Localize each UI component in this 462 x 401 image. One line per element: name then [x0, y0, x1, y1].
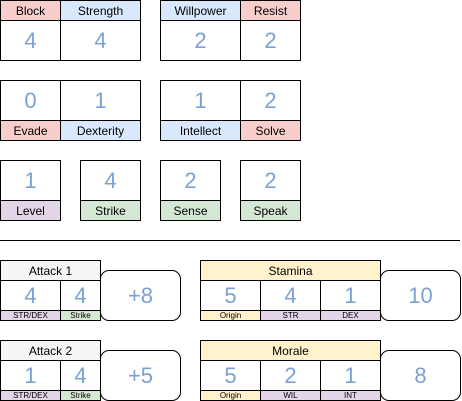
stamina-dex-value: 1 [320, 280, 381, 311]
section-divider [0, 240, 460, 241]
evade-label: Evade [0, 120, 61, 141]
dexterity-label: Dexterity [60, 120, 141, 141]
stamina-title: Stamina [200, 260, 381, 281]
morale-wil-label: WIL [260, 390, 321, 401]
stamina-str-label: STR [260, 310, 321, 321]
morale-origin-value: 5 [200, 360, 261, 391]
willpower-value: 2 [160, 20, 241, 61]
attack1-strike-label: Strike [60, 310, 101, 321]
stamina-str-value: 4 [260, 280, 321, 311]
strength-label: Strength [60, 0, 141, 21]
resist-label: Resist [240, 0, 301, 21]
block-value: 4 [0, 20, 61, 61]
stamina-origin-value: 5 [200, 280, 261, 311]
stamina-total: 10 [380, 270, 461, 321]
attack2-strike-value: 4 [60, 360, 101, 391]
strike-value: 4 [80, 160, 141, 201]
morale-title: Morale [200, 340, 381, 361]
stamina-dex-label: DEX [320, 310, 381, 321]
level-label: Level [0, 200, 61, 221]
attack2-title: Attack 2 [0, 340, 101, 361]
attack2-strdex-value: 1 [0, 360, 61, 391]
attack1-strike-value: 4 [60, 280, 101, 311]
morale-origin-label: Origin [200, 390, 261, 401]
evade-value: 0 [0, 80, 61, 121]
attack1-title: Attack 1 [0, 260, 101, 281]
solve-value: 2 [240, 80, 301, 121]
sense-value: 2 [160, 160, 221, 201]
speak-label: Speak [240, 200, 301, 221]
attack2-strdex-label: STR/DEX [0, 390, 61, 401]
attack1-strdex-label: STR/DEX [0, 310, 61, 321]
level-value: 1 [0, 160, 61, 201]
morale-int-label: INT [320, 390, 381, 401]
strike-label: Strike [80, 200, 141, 221]
attack2-strike-label: Strike [60, 390, 101, 401]
attack1-strdex-value: 4 [0, 280, 61, 311]
willpower-label: Willpower [160, 0, 241, 21]
intellect-label: Intellect [160, 120, 241, 141]
solve-label: Solve [240, 120, 301, 141]
dexterity-value: 1 [60, 80, 141, 121]
strength-value: 4 [60, 20, 141, 61]
stamina-origin-label: Origin [200, 310, 261, 321]
intellect-value: 1 [160, 80, 241, 121]
attack1-total: +8 [100, 270, 181, 321]
attack2-total: +5 [100, 350, 181, 401]
resist-value: 2 [240, 20, 301, 61]
morale-wil-value: 2 [260, 360, 321, 391]
morale-total: 8 [380, 350, 461, 401]
speak-value: 2 [240, 160, 301, 201]
morale-int-value: 1 [320, 360, 381, 391]
sense-label: Sense [160, 200, 221, 221]
block-label: Block [0, 0, 61, 21]
